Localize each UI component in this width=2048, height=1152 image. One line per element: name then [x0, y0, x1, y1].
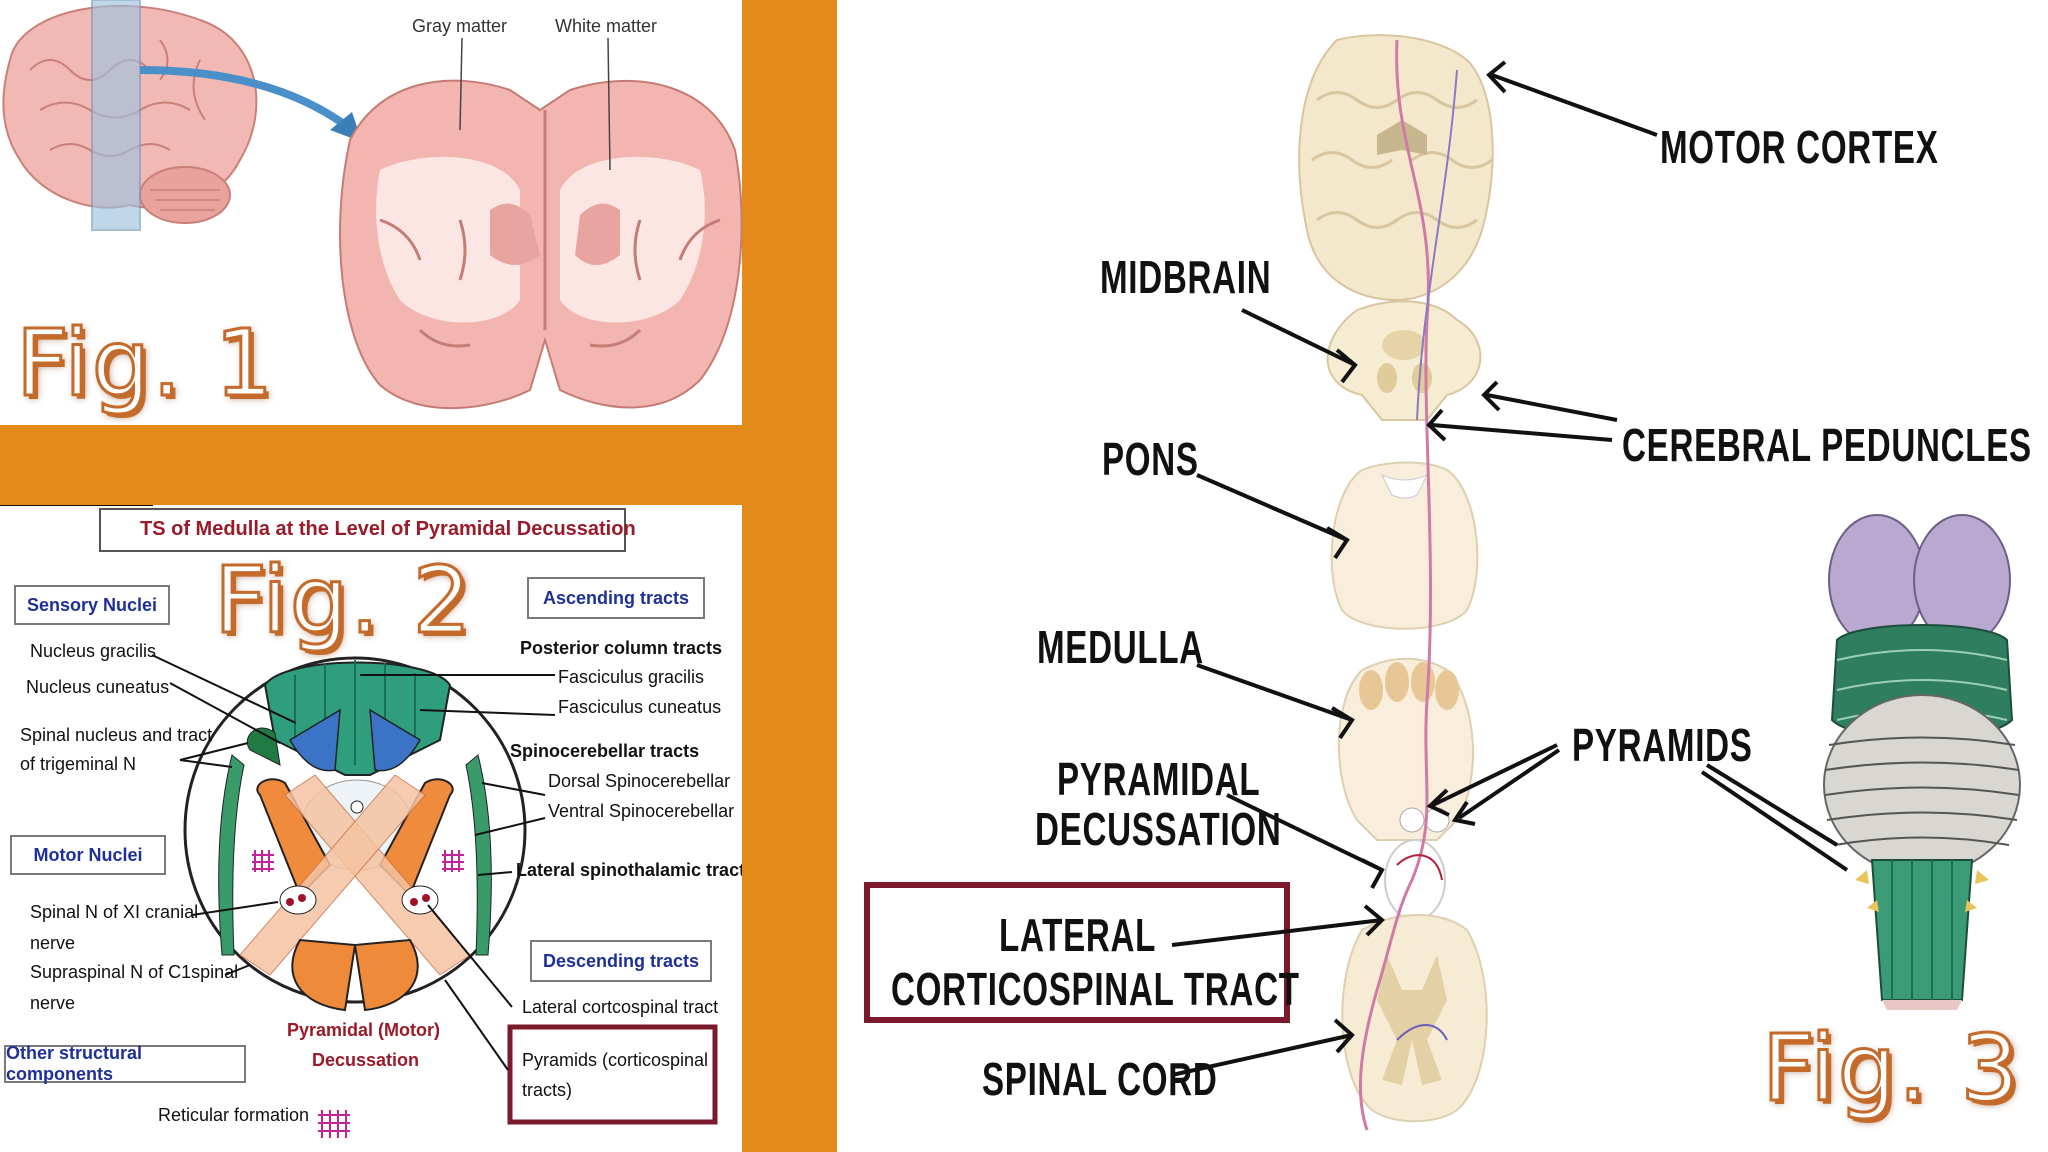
spinocerebellar-label: Spinocerebellar tracts — [510, 741, 700, 761]
gray-matter-label: Gray matter — [412, 16, 508, 36]
fig-3-label: Fig. 3 — [1760, 1014, 2022, 1124]
white-matter-label: White matter — [555, 16, 658, 36]
figure-3-panel: MOTOR CORTEX MIDBRAIN CEREBRAL PEDUNCLES… — [837, 0, 2048, 1152]
motor-cortex-label: MOTOR CORTEX — [1660, 121, 1939, 173]
other-components-box: Other structural components — [4, 1043, 246, 1084]
pons-label: PONS — [1102, 433, 1199, 485]
supraspinal-label-2: nerve — [30, 993, 76, 1013]
pyramidal-label: PYRAMIDAL — [1057, 753, 1261, 805]
brain-coronal-illustration — [2, 0, 742, 410]
cerebral-peduncles-label: CEREBRAL PEDUNCLES — [1622, 419, 2032, 471]
lateral-label: LATERAL — [999, 909, 1157, 961]
corticospinal-tract-label: CORTICOSPINAL TRACT — [891, 963, 1300, 1015]
spinal-nucleus-label-2: of trigeminal N — [20, 754, 137, 774]
spinal-nucleus-label-1: Spinal nucleus and tract — [20, 725, 213, 745]
spinal-xi-label-2: nerve — [30, 933, 76, 953]
supraspinal-label-1: Supraspinal N of C1spinal — [30, 962, 239, 982]
lateral-corticospinal-label: Lateral cortcospinal tract — [522, 997, 719, 1017]
ascending-tracts-box: Ascending tracts — [527, 577, 705, 619]
fig-1-label: Fig. 1 — [14, 309, 276, 419]
pyramids-label: PYRAMIDS — [1572, 719, 1753, 771]
pyramidal-decussation-label-2: Decussation — [312, 1050, 420, 1070]
fasciculus-cuneatus-label: Fasciculus cuneatus — [558, 697, 722, 717]
lateral-spinothalamic-label: Lateral spinothalamic tract — [516, 860, 742, 880]
reticular-formation-label: Reticular formation — [158, 1105, 310, 1125]
pyramidal-decussation-label-1: Pyramidal (Motor) — [287, 1020, 441, 1040]
figure-2-panel: TS of Medulla at the Level of Pyramidal … — [0, 505, 742, 1152]
descending-tracts-box: Descending tracts — [530, 940, 712, 982]
pyramids-label-2: tracts) — [522, 1080, 573, 1100]
ventral-spinocerebellar-label: Ventral Spinocerebellar — [548, 801, 735, 821]
midbrain-label: MIDBRAIN — [1100, 251, 1272, 303]
sensory-nuclei-box: Sensory Nuclei — [14, 585, 170, 625]
medulla-title: TS of Medulla at the Level of Pyramidal … — [140, 518, 636, 540]
corticospinal-pathway-diagram — [864, 34, 2021, 1131]
medulla-label: MEDULLA — [1037, 621, 1204, 673]
dorsal-spinocerebellar-label: Dorsal Spinocerebellar — [548, 771, 731, 791]
fasciculus-gracilis-label: Fasciculus gracilis — [558, 667, 705, 687]
posterior-column-label: Posterior column tracts — [520, 638, 723, 658]
spinal-cord-label: SPINAL CORD — [982, 1053, 1218, 1105]
medulla-section-diagram — [0, 505, 718, 1138]
figure-1-panel: Gray matter White matter Fig. 1 — [0, 0, 742, 425]
motor-nuclei-box: Motor Nuclei — [10, 835, 166, 875]
spinal-xi-label-1: Spinal N of XI cranial — [30, 902, 199, 922]
decussation-label: DECUSSATION — [1035, 803, 1282, 855]
nucleus-cuneatus-label: Nucleus cuneatus — [26, 677, 170, 697]
nucleus-gracilis-label: Nucleus gracilis — [30, 641, 157, 661]
pyramids-label-1: Pyramids (corticospinal — [522, 1050, 709, 1070]
fig-2-label: Fig. 2 — [212, 546, 474, 656]
